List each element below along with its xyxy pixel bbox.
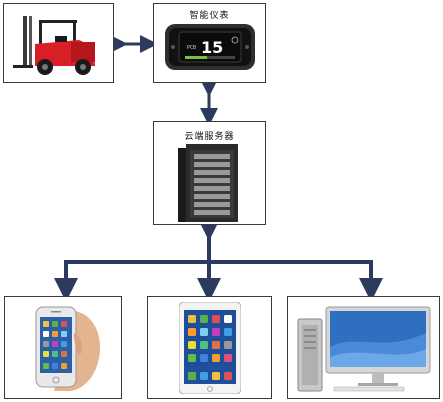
tablet-node <box>147 296 272 399</box>
server-label: 云端服务器 <box>184 132 235 142</box>
meter-node: 智能仪表 PCB 15 <box>153 3 266 83</box>
meter-label: 智能仪表 <box>189 11 230 21</box>
meter-image: PCB 15 <box>165 24 255 70</box>
smartphone-image <box>35 306 100 391</box>
phone-node <box>4 296 122 399</box>
meter-screen-tag: PCB <box>187 45 196 51</box>
forklift-node <box>3 3 114 83</box>
forklift-image <box>13 16 95 75</box>
meter-screen-value: 15 <box>201 38 223 57</box>
desktop-computer-image <box>297 306 431 392</box>
tablet-image <box>179 302 241 394</box>
server-rack-image <box>178 144 238 222</box>
desktop-node <box>287 296 440 399</box>
server-node: 云端服务器 <box>153 121 266 225</box>
